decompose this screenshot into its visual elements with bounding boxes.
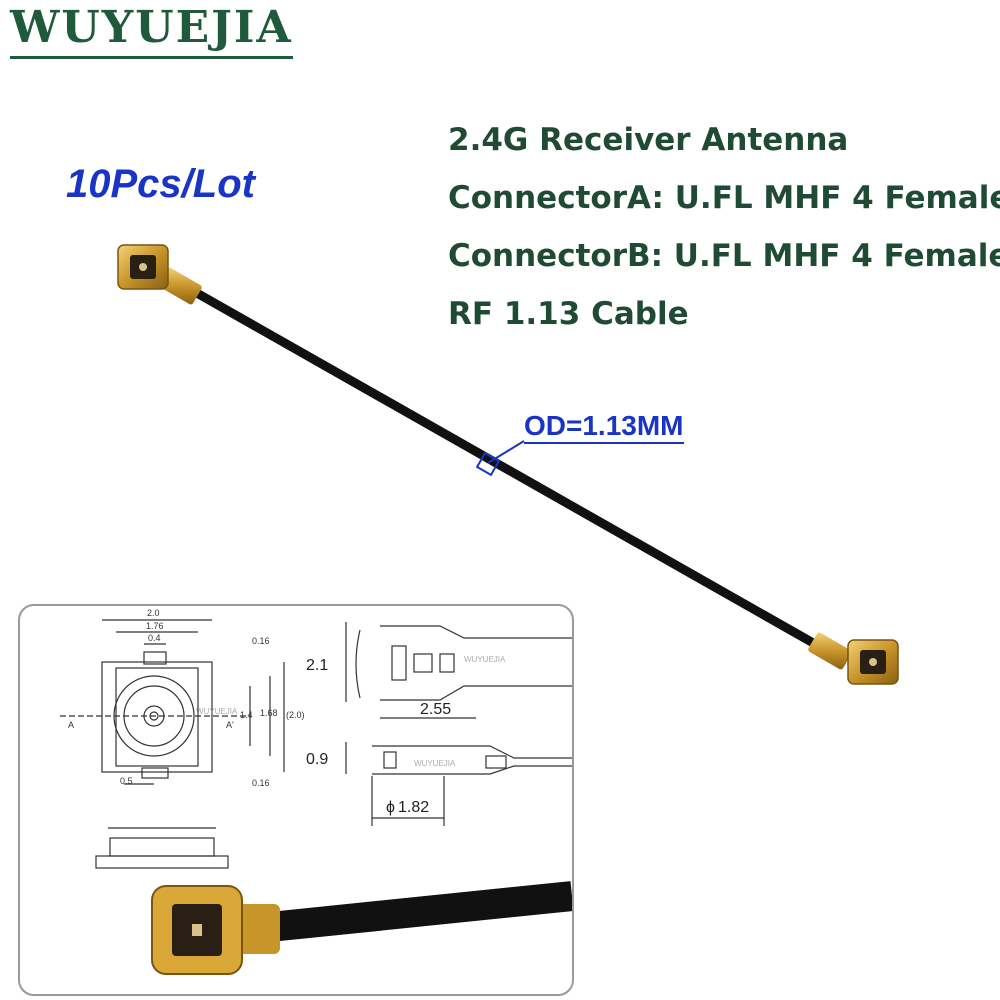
dim-width: 2.0 [147,608,160,618]
dim-side-thickness: 0.9 [306,751,328,768]
connector-closeup [151,881,572,975]
connector-b [808,632,899,685]
dim-pin: 0.4 [148,633,161,643]
od-pointer-line [487,440,525,464]
dim-mid: 1.4 [240,710,253,720]
brand-logo: WUYUEJIA [10,2,293,59]
connector-a [117,244,202,305]
top-view [60,619,285,869]
spec-list: 2.4G Receiver Antenna ConnectorA: U.FL M… [448,118,1000,350]
spec-line-cable: RF 1.13 Cable [448,296,689,332]
watermark-side-bottom: WUYUEJIA [414,759,456,768]
dim-height-total: (2.0) [286,710,305,720]
section-mark-left: A [68,720,74,730]
side-view [345,622,572,826]
od-marker [475,451,501,477]
dim-side-diameter: 1.82 [398,799,429,816]
watermark-side-top: WUYUEJIA [464,655,506,664]
spec-line-connector-a: ConnectorA: U.FL MHF 4 Female [448,180,1000,216]
technical-drawing: 2.0 1.76 0.4 0.16 1.68 (2.0) 1.4 0.16 0.… [18,604,574,996]
dim-tab: 0.5 [120,776,133,786]
dim-inner-width: 1.76 [146,621,164,631]
spec-line-connector-b: ConnectorB: U.FL MHF 4 Female [448,238,1000,274]
spec-line-antenna: 2.4G Receiver Antenna [448,122,849,158]
od-label: OD=1.13MM [524,410,684,444]
diameter-symbol: ϕ [386,799,395,816]
section-mark-right: A' [226,720,234,730]
dim-side-length: 2.55 [420,701,451,718]
rf-cable [190,287,827,653]
dim-top-gap: 0.16 [252,636,270,646]
watermark-top: WUYUEJIA [196,707,238,716]
dim-height: 1.68 [260,708,278,718]
dim-bottom-gap: 0.16 [252,778,270,788]
dim-side-height: 2.1 [306,657,328,674]
lot-quantity-label: 10Pcs/Lot [66,162,255,206]
